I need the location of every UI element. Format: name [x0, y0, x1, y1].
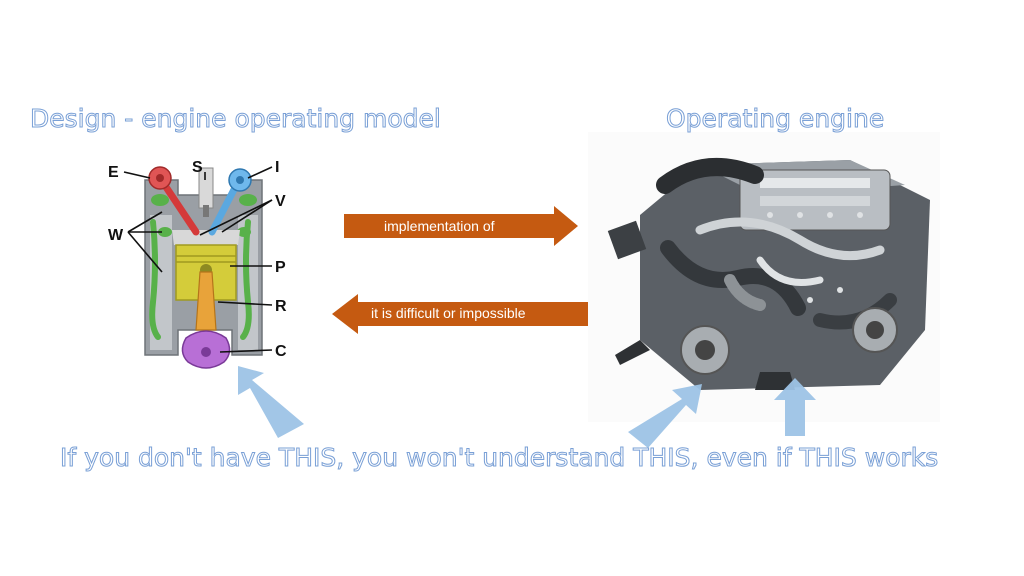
piston-cylinder-diagram: E S I V W P R C: [108, 159, 287, 369]
operating-engine-title: Operating engine: [665, 104, 885, 134]
label-r: R: [275, 298, 287, 315]
label-e: E: [108, 164, 119, 181]
implementation-arrow: [344, 206, 578, 246]
engine-photo: [588, 132, 940, 422]
label-v: V: [275, 193, 286, 210]
label-s: S: [192, 159, 203, 176]
pointer-arrow-right: [774, 378, 816, 436]
pointer-arrow-middle: [628, 384, 702, 448]
label-w: W: [108, 227, 124, 244]
bottom-caption: If you don't have THIS, you won't unders…: [59, 443, 939, 473]
label-i: I: [275, 159, 279, 176]
pointer-arrow-left: [238, 366, 304, 438]
difficult-arrow: [332, 294, 600, 334]
difficult-label: it is difficult or impossible: [371, 305, 526, 321]
label-c: C: [275, 343, 287, 360]
implementation-label: implementation of: [384, 218, 495, 234]
label-p: P: [275, 259, 286, 276]
design-title: Design - engine operating model: [30, 104, 442, 134]
